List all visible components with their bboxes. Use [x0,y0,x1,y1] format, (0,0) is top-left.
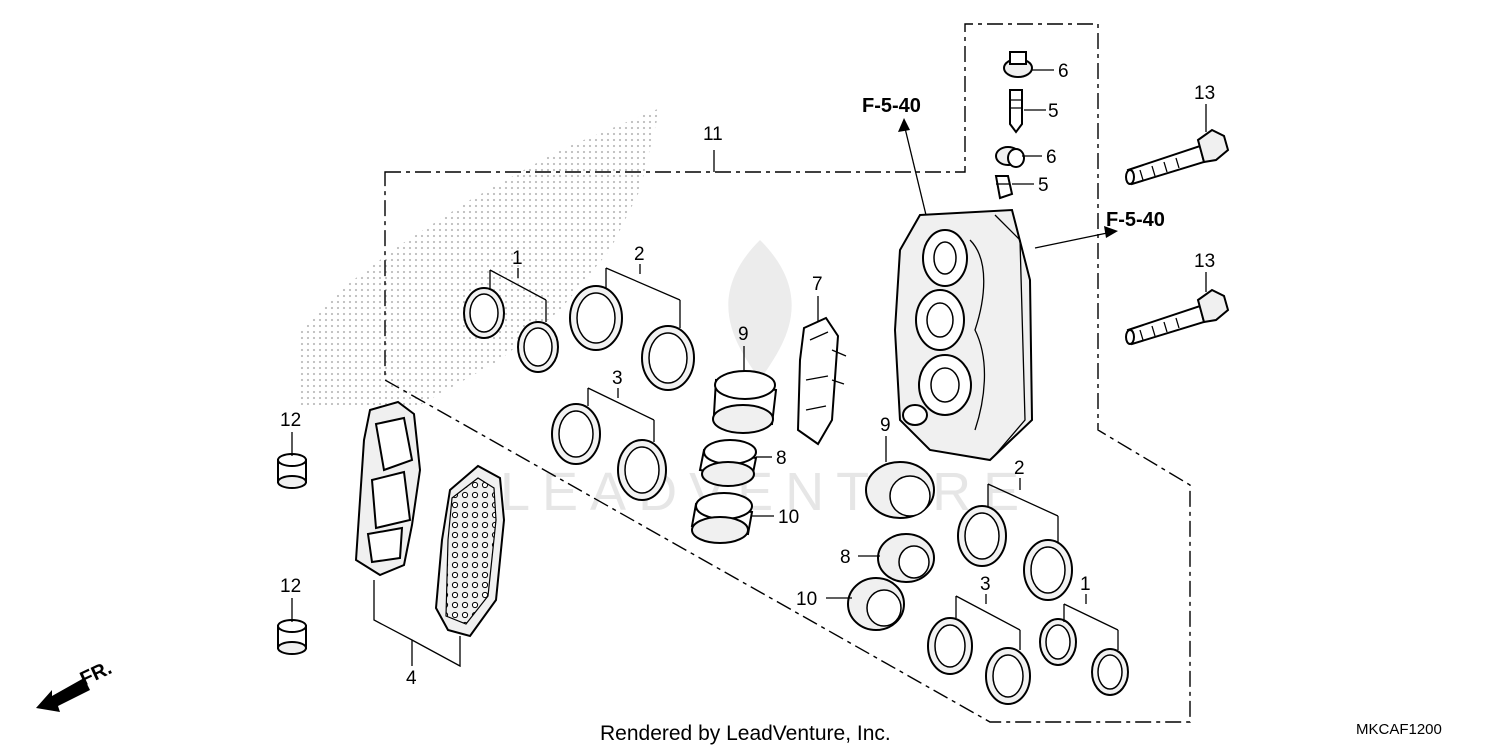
assembly-boundary [384,23,1191,723]
collar-part-12-bottom [277,619,307,655]
diagram-code: MKCAF1200 [1356,721,1442,738]
reference-arrow-top [898,118,927,216]
bleeder-cap-part-6-low [995,146,1025,168]
callout-6-top: 6 [1058,61,1069,82]
callout-13-bottom: 13 [1194,251,1215,272]
callout-7: 7 [812,274,823,295]
reference-label-right[interactable]: F-5-40 [1106,209,1165,231]
callout-8-left: 8 [776,448,787,469]
pad-spring-part-7 [796,316,847,446]
brand-wing-watermark [300,108,660,405]
watermark-text: LEADVENTURE [500,462,1031,522]
brake-pad-rear [434,464,506,638]
brake-caliper-body [893,208,1034,462]
callout-5-low: 5 [1038,175,1049,196]
front-direction-arrow-icon: FR. [36,657,115,712]
callout-13-top: 13 [1194,83,1215,104]
callout-1-left: 1 [512,248,523,269]
bleeder-cap-part-6-top [1003,51,1033,78]
brake-pad-front [354,400,422,577]
callout-9-left: 9 [738,324,749,345]
collar-part-12-top [277,453,307,489]
callout-labels: 1 2 3 4 5 5 6 6 7 8 8 9 9 10 10 11 12 12… [280,61,1215,689]
pistons-left-group [690,370,778,544]
callout-2-right: 2 [1014,458,1025,479]
bolt-part-13-top [1125,128,1230,186]
callout-9-right: 9 [880,415,891,436]
callout-3-left: 3 [612,368,623,389]
leader-lines [291,69,1207,668]
callout-5-top: 5 [1048,101,1059,122]
bleeder-valve-part-5-low [994,175,1014,200]
callout-12-top: 12 [280,410,301,431]
seal-rings-left-group [463,285,695,501]
seal-rings-right-group [927,505,1129,705]
callout-11: 11 [703,124,723,145]
callout-10-left: 10 [778,507,799,528]
callout-3-right: 3 [980,574,991,595]
reference-arrow-right [1034,226,1118,249]
bolt-part-13-bottom [1125,288,1230,346]
pistons-right-group [847,461,935,631]
bleeder-valve-part-5-top [1009,89,1023,134]
callout-2-left: 2 [634,244,645,265]
reference-label-top[interactable]: F-5-40 [862,95,921,117]
callout-8-right: 8 [840,547,851,568]
callout-1-right: 1 [1080,574,1091,595]
callout-4: 4 [406,668,417,689]
callout-6-low: 6 [1046,147,1057,168]
callout-12-bottom: 12 [280,576,301,597]
render-credit: Rendered by LeadVenture, Inc. [600,722,891,745]
callout-10-right: 10 [796,589,817,610]
